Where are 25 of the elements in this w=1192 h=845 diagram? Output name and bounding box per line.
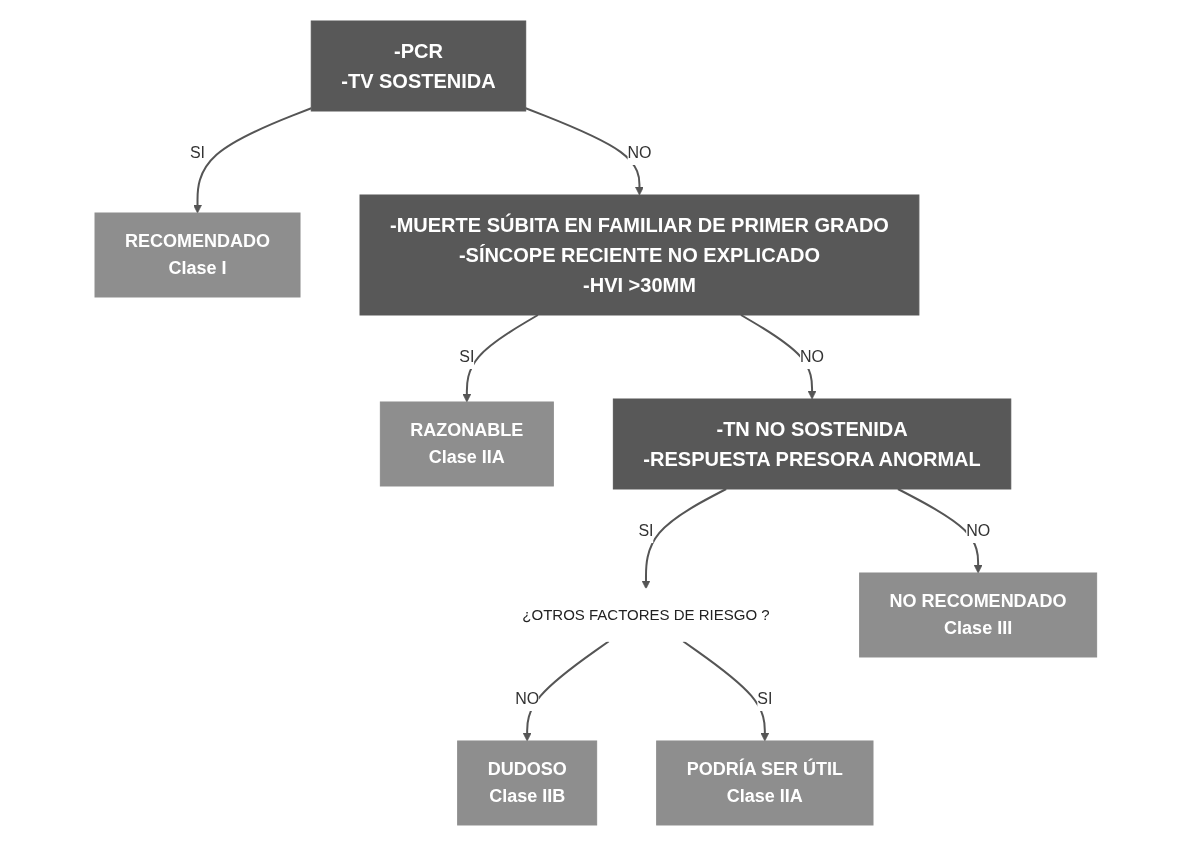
arrow [522, 639, 611, 741]
node-box: DUDOSO Clase IIB [457, 740, 598, 825]
node-box: -MUERTE SÚBITA EN FAMILIAR DE PRIMER GRADO -SÍNCOPE RECIENTE NO EXPLICADO -HVI >30MM [359, 194, 920, 315]
node-box: RAZONABLE Clase IIA [380, 401, 555, 486]
edge-label: SI [757, 689, 773, 707]
node-box: RECOMENDADO Clase I [94, 212, 301, 297]
arrow [682, 639, 770, 741]
node-text: ¿OTROS FACTORES DE RIESGO ? [522, 605, 770, 623]
node-box: NO RECOMENDADO Clase III [859, 572, 1098, 657]
node-box: PODRÍA SER ÚTIL Clase IIA [656, 740, 874, 825]
arrow [740, 313, 817, 399]
node-box: -PCR -TV SOSTENIDA [310, 20, 527, 111]
edge-label: SI [459, 347, 475, 365]
node-box: -TN NO SOSTENIDA -RESPUESTA PRESORA ANORMAL [613, 398, 1012, 489]
edge-label: NO [627, 143, 652, 161]
arrow [897, 487, 983, 573]
arrow [193, 106, 313, 213]
edge-label: NO [515, 689, 540, 707]
edge-label: NO [966, 521, 991, 539]
arrow [641, 487, 728, 589]
edge-label: SI [638, 521, 654, 539]
arrow [524, 106, 645, 195]
arrow [462, 313, 540, 402]
edge-label: NO [800, 347, 825, 365]
edge-label: SI [190, 143, 206, 161]
